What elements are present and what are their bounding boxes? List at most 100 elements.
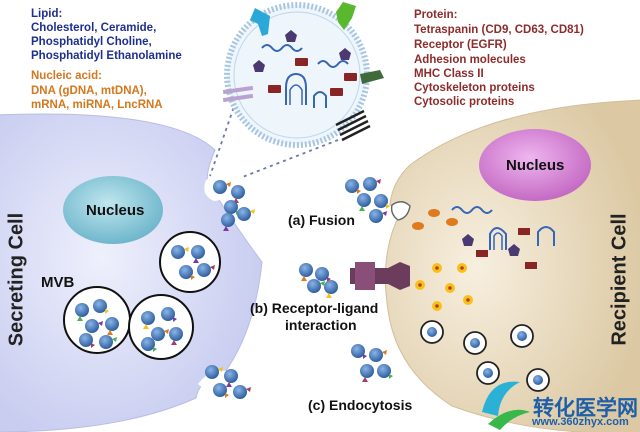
vesicle-marker	[226, 382, 232, 387]
nucleic-item: DNA (gDNA, mtDNA),	[31, 85, 147, 97]
vesicle-marker	[226, 182, 231, 187]
exosome-vesicle	[369, 348, 383, 362]
vesicle-marker	[382, 211, 387, 216]
watermark-name: 转化医学网	[533, 397, 638, 420]
nucleic-item: mRNA, miRNA, LncRNA	[31, 99, 163, 111]
vesicle-marker	[164, 329, 169, 334]
protein-item: Receptor (EGFR)	[414, 39, 507, 51]
exosome-vesicle	[233, 385, 247, 399]
exosome-vesicle	[213, 383, 227, 397]
exosome-vesicle	[79, 333, 93, 347]
exosome-vesicle	[151, 327, 165, 341]
exosome-vesicle	[205, 365, 219, 379]
recipient-nucleus-label: Nucleus	[506, 157, 565, 174]
exosome-vesicle	[191, 245, 205, 259]
exosome-zoom	[222, 2, 384, 148]
exosome-vesicle	[307, 279, 321, 293]
vesicle-marker	[98, 321, 103, 326]
recipient-nucleus-shape	[479, 129, 591, 201]
mvb-label: MVB	[41, 274, 75, 291]
exosome-vesicle	[213, 180, 227, 194]
endocytosis-label: (c) Endocytosis	[308, 397, 413, 413]
exosome-vesicle	[105, 317, 119, 331]
vesicle-marker	[225, 393, 229, 398]
vesicle-marker	[376, 179, 381, 184]
exosome-vesicle	[179, 265, 193, 279]
endosomes	[420, 320, 550, 392]
secreting-cell	[0, 113, 263, 432]
vesicle-marker	[223, 226, 229, 231]
zoom-line-left	[209, 94, 239, 177]
protein-heading: Protein:	[414, 9, 458, 21]
vesicle-marker	[153, 347, 157, 352]
exosome-vesicle	[75, 303, 89, 317]
exosome-vesicle	[377, 364, 391, 378]
vesicle-marker	[362, 377, 368, 382]
exosome-vesicle	[324, 280, 338, 294]
vesicle-marker	[363, 354, 367, 359]
exosome-vesicle	[99, 335, 113, 349]
vesicle-marker	[357, 189, 361, 194]
vesicle-marker	[210, 265, 215, 270]
fusion-label: (a) Fusion	[288, 212, 355, 228]
lipid-item: Phosphatidyl Choline,	[31, 36, 152, 48]
vesicle-marker	[171, 340, 177, 345]
watermark-logo	[482, 381, 530, 430]
protein-item: Cytosolic proteins	[414, 96, 515, 108]
mvb-left	[63, 286, 131, 354]
secreting-nucleus-label: Nucleus	[86, 202, 145, 219]
protein-item: Tetraspanin (CD9, CD63, CD81)	[414, 24, 584, 36]
vesicle-marker	[301, 276, 307, 281]
exosome-vesicle	[299, 263, 313, 277]
vesicle-marker	[91, 343, 95, 348]
exosome-vesicle	[345, 179, 359, 193]
vesicle-marker	[77, 316, 83, 321]
vesicle-marker	[359, 206, 365, 211]
exosome-vesicle	[351, 344, 365, 358]
exosome-vesicle	[141, 311, 155, 325]
vesicle-marker	[246, 387, 251, 392]
vesicle-marker	[184, 247, 189, 252]
vesicle-marker	[193, 258, 199, 263]
vesicle-marker	[143, 324, 149, 329]
lipid-item: Cholesterol, Ceramide,	[31, 22, 157, 34]
vesicle-marker	[191, 275, 195, 280]
exosome-vesicle	[357, 193, 371, 207]
secreting-nucleus-shape	[63, 176, 163, 244]
exosome-vesicle	[141, 337, 155, 351]
exosome-vesicle	[360, 364, 374, 378]
recipient-cell-label: Recipient Cell	[608, 213, 631, 346]
protein-item: Cytoskeleton proteins	[414, 82, 535, 94]
mvb-right	[128, 294, 194, 360]
vesicle-marker	[389, 374, 393, 379]
mvb-top	[159, 231, 221, 293]
released-contents	[412, 206, 555, 311]
exosome-vesicle	[93, 299, 107, 313]
secreting-cell-label: Secreting Cell	[5, 212, 28, 347]
exosome-vesicle	[369, 209, 383, 223]
vesicle-marker	[326, 293, 332, 298]
exosome-vesicle	[224, 200, 238, 214]
exosome-vesicle	[197, 263, 211, 277]
protein-item: MHC Class II	[414, 68, 484, 80]
exosome-vesicle	[374, 194, 388, 208]
exosome-vesicle	[231, 185, 245, 199]
lipid-heading: Lipid:	[31, 8, 63, 20]
exosome-vesicle	[221, 213, 235, 227]
vesicle-marker	[218, 367, 223, 372]
receptor-ligand-label-line2: interaction	[285, 317, 357, 333]
exosome-vesicle	[315, 267, 329, 281]
vesicle-marker	[250, 209, 255, 214]
vesicle-marker	[173, 317, 177, 322]
vesicle-groups	[75, 177, 393, 399]
exosome-vesicle	[161, 307, 175, 321]
protein-item: Adhesion molecules	[414, 54, 526, 66]
vesicle-marker	[320, 281, 325, 286]
vesicle-marker	[386, 204, 390, 209]
nucleic-heading: Nucleic acid:	[31, 70, 102, 82]
exosome-vesicle	[237, 207, 251, 221]
receptor-ligand-label: (b) Receptor-ligand	[250, 300, 379, 316]
vesicle-marker	[382, 350, 387, 355]
